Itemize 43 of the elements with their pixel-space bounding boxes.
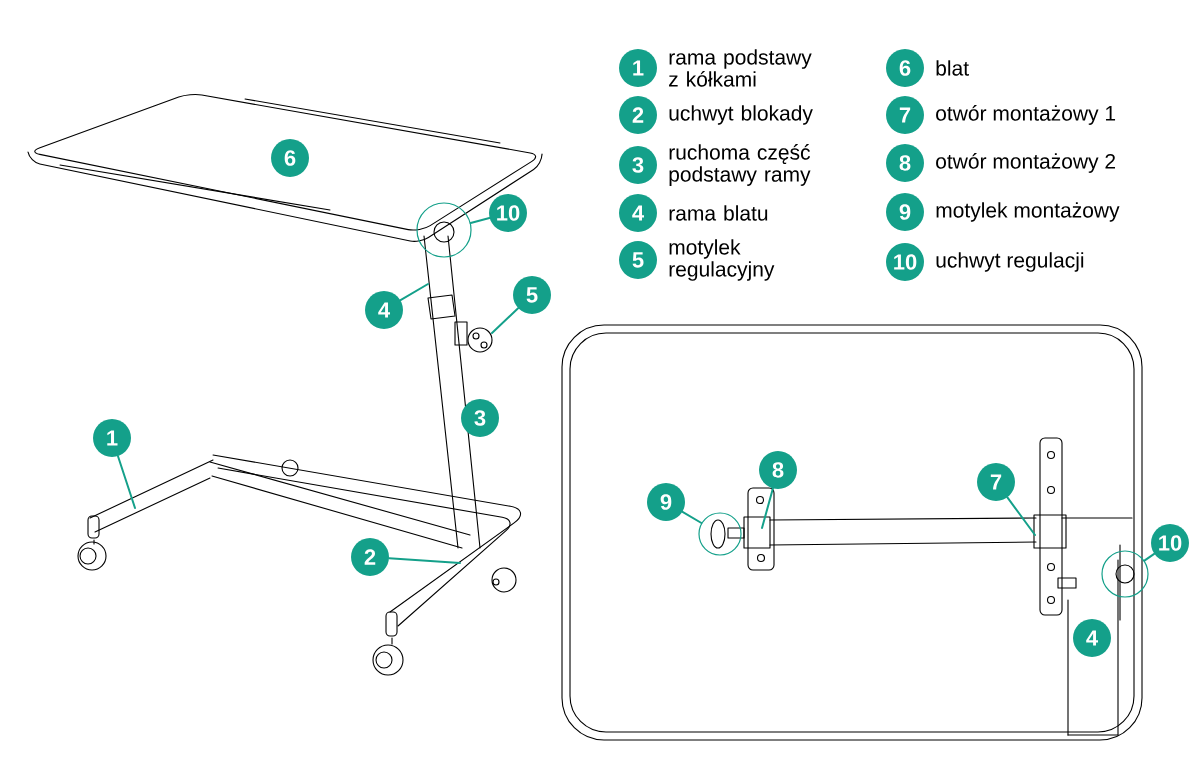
number-badge: 3 (619, 146, 657, 184)
number-badge: 4 (365, 291, 403, 329)
number-badge: 5 (619, 241, 657, 279)
number-badge: 10 (489, 194, 527, 232)
number-badge: 5 (513, 276, 551, 314)
legend-text: uchwyt blokady (669, 105, 813, 125)
number-badge: 1 (93, 419, 131, 457)
number-badge: 9 (647, 483, 685, 521)
number-badge: 7 (886, 96, 924, 134)
leader-line (1006, 496, 1036, 536)
legend-text: motylek montażowy (936, 202, 1120, 222)
legend-text: motylek regulacyjny (669, 239, 775, 281)
leader-line (117, 455, 136, 509)
leader-line (1143, 552, 1156, 562)
leader-line (388, 557, 461, 564)
number-badge: 4 (1073, 619, 1111, 657)
number-badge: 10 (886, 243, 924, 281)
number-badge: 10 (1151, 524, 1189, 562)
number-badge: 6 (271, 139, 309, 177)
legend-text: blat (936, 60, 969, 76)
highlight-ring (1101, 550, 1149, 598)
leader-line (491, 307, 520, 334)
number-badge: 1 (619, 49, 657, 87)
number-badge: 7 (977, 463, 1015, 501)
legend-text: otwór montażowy 2 (936, 153, 1115, 173)
number-badge: 9 (886, 193, 924, 231)
highlight-ring (698, 512, 742, 556)
legend-text: rama podstawy z kółkami (669, 49, 812, 87)
number-badge: 8 (886, 144, 924, 182)
number-badge: 4 (619, 194, 657, 232)
legend-text: otwór montażowy 1 (936, 105, 1116, 125)
number-badge: 2 (619, 96, 657, 134)
number-badge: 8 (759, 451, 797, 489)
number-badge: 3 (461, 399, 499, 437)
legend-text: uchwyt regulacji (936, 252, 1084, 272)
leader-line (399, 283, 429, 302)
leader-line (469, 216, 491, 224)
highlight-ring (416, 202, 472, 258)
number-badge: 2 (351, 538, 389, 576)
leader-line (681, 510, 703, 524)
legend-text: ruchoma część podstawy ramy (669, 144, 811, 186)
legend-text: rama blatu (669, 205, 768, 221)
number-badge: 6 (886, 49, 924, 87)
